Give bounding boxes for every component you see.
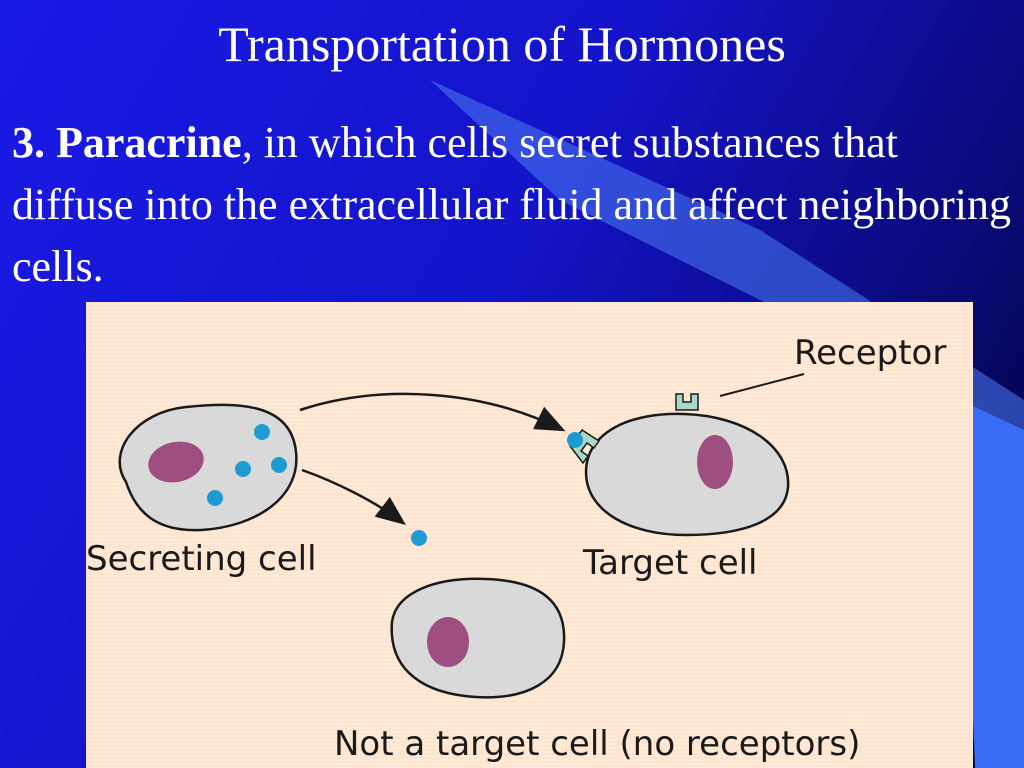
receptor-pointer-line bbox=[719, 373, 805, 397]
receptor-icon bbox=[675, 393, 699, 411]
molecule-dot bbox=[254, 424, 270, 440]
paracrine-diagram: Receptor Secreting cell Target cell Not … bbox=[86, 302, 973, 768]
bound-molecule-dot bbox=[567, 432, 583, 448]
arrow-to-extracellular bbox=[301, 468, 406, 526]
target-cell-label: Target cell bbox=[582, 543, 758, 583]
secreting-cell-nucleus bbox=[148, 441, 204, 483]
target-cell bbox=[567, 393, 790, 537]
light-ray-shape bbox=[430, 80, 1024, 480]
receptor-label: Receptor bbox=[794, 333, 946, 373]
diffusing-molecule-dot bbox=[411, 530, 427, 546]
point-description: , in which cells secret substances that … bbox=[12, 118, 1012, 291]
diagram-canvas: Receptor Secreting cell Target cell Not … bbox=[86, 333, 946, 764]
point-heading: 3. Paracrine bbox=[12, 118, 242, 167]
target-cell-nucleus bbox=[697, 435, 733, 489]
slide-title: Transportation of Hormones bbox=[218, 16, 786, 72]
target-cell-body bbox=[584, 412, 790, 537]
non-target-cell-nucleus bbox=[427, 617, 469, 667]
slide-body-text: 3. Paracrine, in which cells secret subs… bbox=[12, 112, 1012, 298]
arrow-to-target-cell bbox=[299, 392, 566, 432]
secreting-cell bbox=[118, 403, 298, 532]
molecule-dot bbox=[271, 457, 287, 473]
molecule-dot bbox=[207, 490, 223, 506]
secreting-cell-body bbox=[118, 403, 298, 532]
non-target-cell-body bbox=[390, 577, 566, 699]
secreting-cell-label: Secreting cell bbox=[86, 539, 317, 579]
non-target-cell-label: Not a target cell (no receptors) bbox=[334, 724, 860, 764]
corner-blue-shape bbox=[960, 400, 1024, 768]
molecule-dot bbox=[235, 461, 251, 477]
non-target-cell bbox=[390, 577, 566, 699]
